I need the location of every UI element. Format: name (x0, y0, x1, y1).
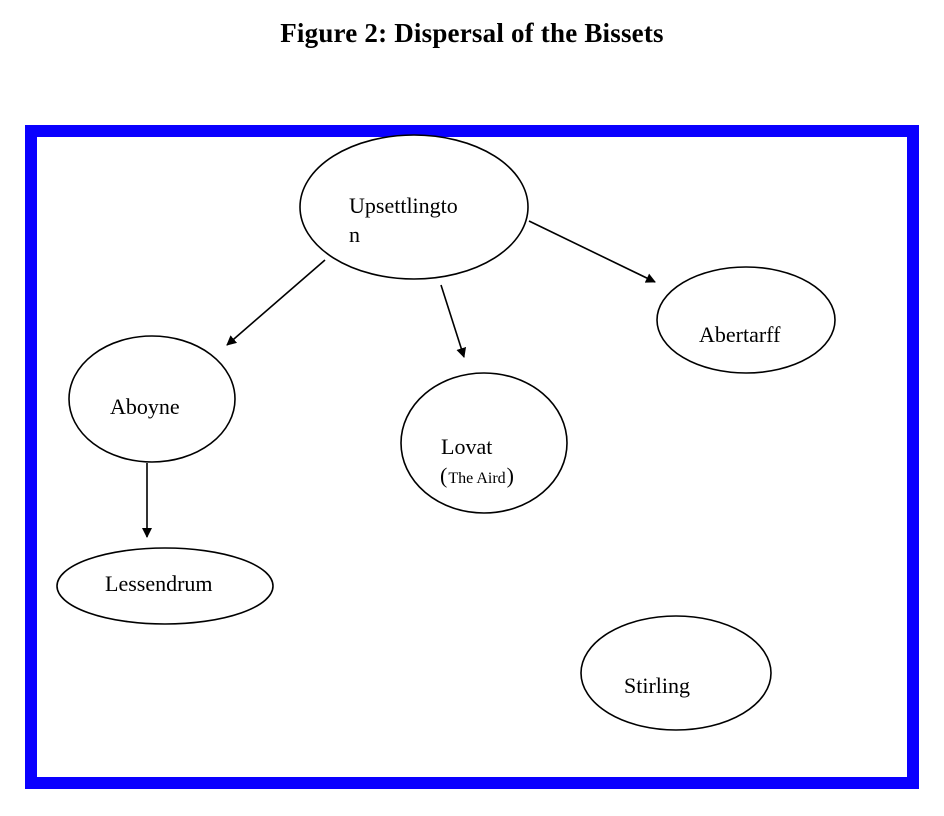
node-lovat-open-paren: ( (440, 463, 447, 488)
node-stirling: Stirling (580, 615, 772, 731)
figure-title: Figure 2: Dispersal of the Bissets (280, 18, 664, 48)
node-upsettlington: Upsettlingto n (299, 134, 529, 280)
edge-upsettlington-aboyne (226, 259, 326, 346)
edge-upsettlington-abertarff (528, 220, 656, 283)
edge-upsettlington-lovat (440, 284, 467, 358)
node-lovat-sub: The Aird (448, 470, 505, 487)
node-lovat-close-paren: ) (507, 463, 514, 488)
node-abertarff-label: Abertarff (699, 322, 781, 347)
node-aboyne-label: Aboyne (110, 394, 180, 419)
node-aboyne: Aboyne (68, 335, 236, 463)
node-abertarff: Abertarff (656, 266, 836, 374)
node-stirling-label: Stirling (624, 673, 690, 698)
node-upsettlington-label-line1: Upsettlingto (349, 193, 458, 218)
node-lovat-sublabel: (The Aird) (440, 463, 514, 488)
node-lessendrum-label: Lessendrum (105, 571, 213, 596)
node-upsettlington-label-line2: n (349, 222, 360, 247)
node-lovat: Lovat (The Aird) (400, 372, 568, 514)
node-lovat-label: Lovat (441, 434, 492, 459)
node-lessendrum: Lessendrum (56, 547, 274, 625)
